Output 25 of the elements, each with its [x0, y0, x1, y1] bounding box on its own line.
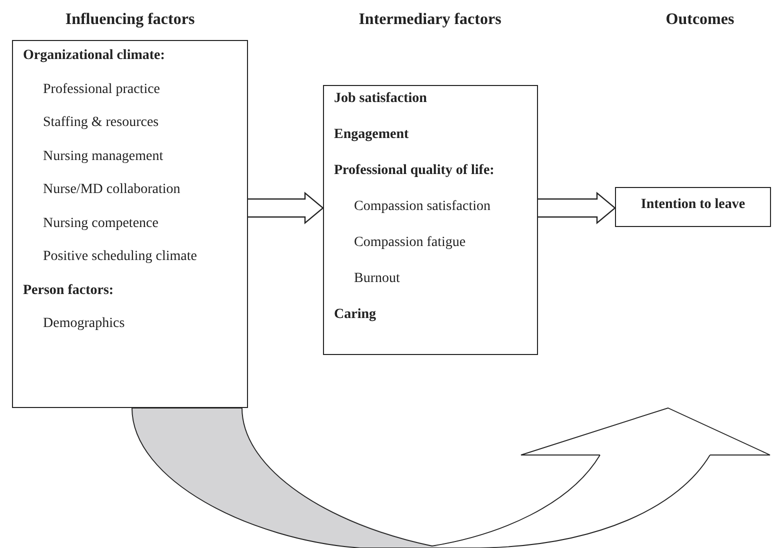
factor-item: Staffing & resources	[43, 114, 159, 132]
column-heading: Outcomes	[666, 11, 734, 29]
factor-heading: Caring	[334, 306, 376, 324]
factor-item: Demographics	[43, 315, 125, 333]
factor-heading: Intention to leave	[640, 196, 746, 214]
factor-item: Nurse/MD collaboration	[43, 181, 180, 199]
block-arrow	[247, 192, 324, 224]
factor-heading: Engagement	[334, 126, 409, 144]
factor-item: Professional practice	[43, 80, 160, 98]
column-heading: Intermediary factors	[358, 11, 502, 29]
factor-box	[615, 187, 771, 227]
factor-box	[323, 85, 538, 355]
factor-heading: Organizational climate:	[23, 47, 165, 65]
factor-item: Nursing competence	[43, 214, 158, 232]
factor-item: Compassion satisfaction	[354, 198, 490, 216]
factor-heading: Person factors:	[23, 282, 114, 300]
column-heading: Influencing factors	[65, 11, 195, 29]
factor-item: Burnout	[354, 270, 400, 288]
factor-heading: Professional quality of life:	[334, 162, 494, 180]
factor-box	[12, 40, 248, 408]
factor-item: Compassion fatigue	[354, 234, 466, 252]
factor-item: Positive scheduling climate	[43, 248, 197, 266]
factor-item: Nursing management	[43, 148, 164, 166]
block-arrow	[537, 192, 616, 224]
factor-heading: Job satisfaction	[334, 90, 427, 108]
